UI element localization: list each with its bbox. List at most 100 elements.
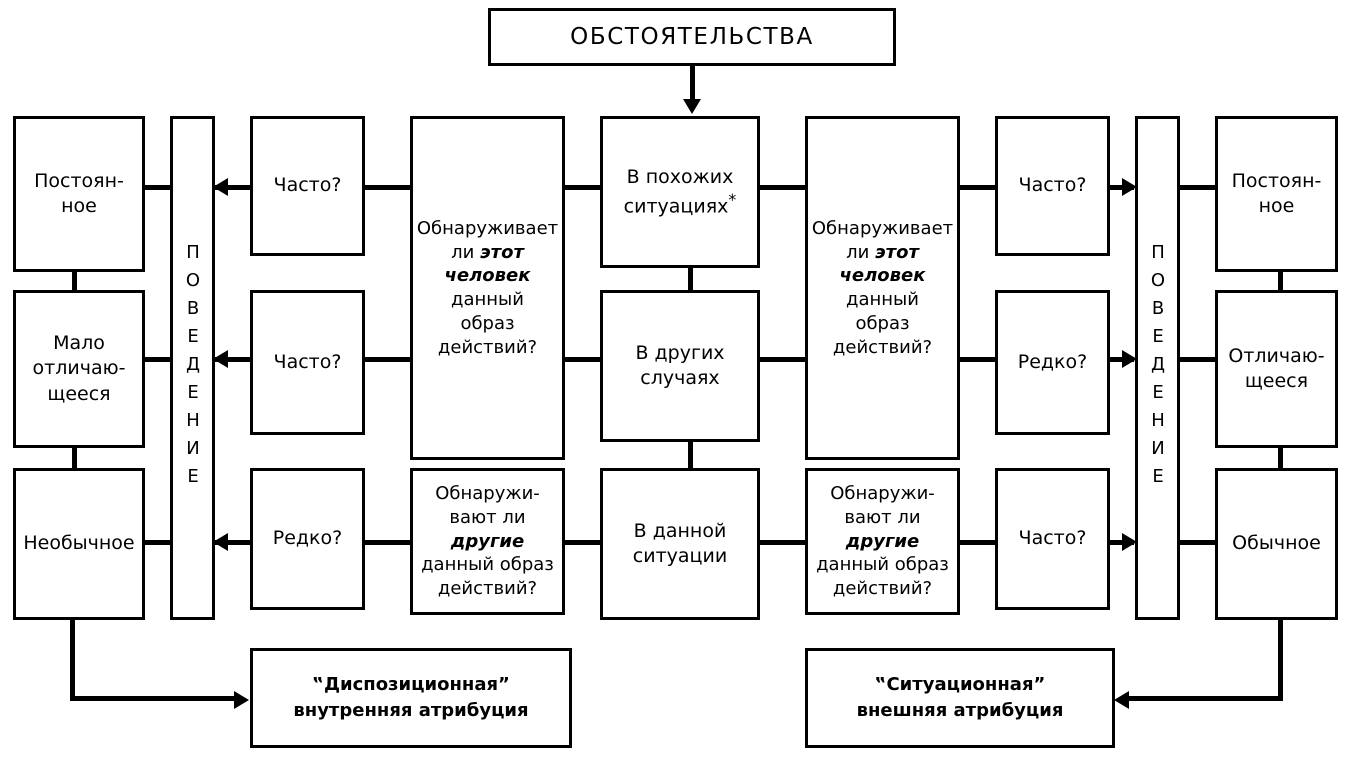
right-conclusion-drop-line <box>1278 617 1283 701</box>
right-frequency-label-1: Часто? <box>1018 174 1087 197</box>
center-condition-box-similar: В похожих ситуациях* <box>600 116 760 268</box>
lq1-l5: образ <box>460 312 515 334</box>
left-question-box-others: Обнаружи- вают ли другие данный образ де… <box>410 468 565 615</box>
right-question-2-text: Обнаружи- вают ли другие данный образ де… <box>812 482 953 601</box>
lq1-l6: действий? <box>437 336 538 358</box>
lq2-l2: вают ли <box>449 506 526 528</box>
connector-rightq1-freq1 <box>958 185 998 190</box>
cc2-line1: В других <box>635 341 725 364</box>
right-freq1-arrow-right-icon <box>1122 178 1137 196</box>
left-outcome-3-line1: Необычное <box>23 532 135 555</box>
connector-left-q1-freq1 <box>363 185 413 190</box>
conclusion-left-text: ‟Диспозиционная” внутренняя атрибуция <box>289 672 532 724</box>
left-outcome-2-line3: щееся <box>47 382 111 405</box>
connector-left-outcome1-behavior <box>143 185 173 190</box>
right-question-box-this-person: Обнаруживает ли этот человек данный обра… <box>805 116 960 460</box>
left-conclusion-run-line <box>70 696 238 701</box>
connector-center1-rightq1 <box>758 185 808 190</box>
rq1-l1: Обнаруживает <box>811 217 954 239</box>
left-outcome-link-2-3 <box>72 445 77 471</box>
connector-right-behavior-outcome1 <box>1178 185 1218 190</box>
left-outcome-1-line2: ное <box>61 195 97 217</box>
rq1-l2-pre: ли <box>846 241 876 263</box>
right-frequency-box-3: Часто? <box>995 468 1110 610</box>
left-freq3-arrow-left-icon <box>213 533 228 551</box>
connector-right-behavior-outcome2 <box>1178 357 1218 362</box>
cc1-line2: ситуациях <box>623 195 729 218</box>
right-frequency-label-2: Редко? <box>1017 350 1088 373</box>
center-condition-1-text: В похожих ситуациях* <box>620 165 741 219</box>
center-link-1-2 <box>688 265 693 293</box>
connector-right-freq1-behavior <box>1108 185 1134 190</box>
left-outcome-box-slightly-different: Мало отличаю- щееся <box>13 290 145 448</box>
right-outcome-box-distinctive: Отличаю- щееся <box>1215 290 1338 448</box>
lq1-l2-em: этот <box>480 241 524 263</box>
right-frequency-label-3: Часто? <box>1018 527 1087 550</box>
left-outcome-2-line2: отличаю- <box>32 357 126 380</box>
circumstances-title-box: ОБСТОЯТЕЛЬСТВА <box>488 8 896 66</box>
right-outcome-label-3: Обычное <box>1228 531 1325 556</box>
left-behavior-label: ПОВЕДЕНИЕ <box>182 242 204 494</box>
cc1-line1: В похожих <box>626 165 734 188</box>
lq2-l1: Обнаружи- <box>435 483 540 505</box>
cc1-footnote-mark: * <box>728 189 737 209</box>
right-behavior-column-box: ПОВЕДЕНИЕ <box>1135 116 1180 620</box>
connector-left-freq1-behavior <box>215 185 253 190</box>
right-outcome-link-2-3 <box>1278 445 1283 471</box>
left-frequency-label-2: Часто? <box>273 350 342 373</box>
left-conclusion-arrow-right-icon <box>234 691 249 709</box>
left-frequency-box-2: Часто? <box>250 290 365 435</box>
connector-center3-rightq2 <box>758 540 808 545</box>
right-frequency-box-1: Часто? <box>995 116 1110 256</box>
conclusion-left-line2: внутренняя атрибуция <box>293 700 529 721</box>
right-outcome-label-2: Отличаю- щееся <box>1224 344 1328 394</box>
conclusion-box-dispositional: ‟Диспозиционная” внутренняя атрибуция <box>250 648 572 748</box>
center-condition-2-text: В других случаях <box>631 341 728 391</box>
left-frequency-label-3: Редко? <box>272 527 343 550</box>
connector-right-freq3-behavior <box>1108 540 1134 545</box>
left-outcome-label-2: Мало отличаю- щееся <box>29 331 130 406</box>
left-freq1-arrow-left-icon <box>213 178 228 196</box>
left-question-1-text: Обнаруживает ли этот человек данный обра… <box>413 217 562 360</box>
right-outcome-2-line2: щееся <box>1244 370 1309 392</box>
right-question-box-others: Обнаружи- вают ли другие данный образ де… <box>805 468 960 615</box>
connector-right-freq2-behavior <box>1108 357 1134 362</box>
left-outcome-label-1: Постоян- ное <box>30 169 128 219</box>
connector-left-outcome2-behavior <box>143 357 173 362</box>
connector-left-freq3-behavior <box>215 540 253 545</box>
lq1-l1: Обнаруживает <box>416 217 559 239</box>
lq2-l4: данный образ <box>421 554 554 576</box>
left-outcome-link-1-2 <box>72 269 77 293</box>
conclusion-left-line1: ‟Диспозиционная” <box>312 673 510 695</box>
conclusion-right-line2: внешняя атрибуция <box>856 700 1064 721</box>
left-behavior-column-box: ПОВЕДЕНИЕ <box>170 116 215 620</box>
rq2-l1: Обнаружи- <box>830 483 935 505</box>
connector-rightq2-freq3 <box>958 540 998 545</box>
left-question-2-text: Обнаружи- вают ли другие данный образ де… <box>417 482 558 601</box>
lq1-l4: данный <box>451 289 524 310</box>
center-condition-box-this-situation: В данной ситуации <box>600 468 760 620</box>
connector-left-q1-freq2 <box>363 357 413 362</box>
lq1-l3-em: человек <box>444 265 531 287</box>
right-behavior-label: ПОВЕДЕНИЕ <box>1147 242 1169 494</box>
connector-right-behavior-outcome3 <box>1178 540 1218 545</box>
lq2-l5: действий? <box>437 578 538 600</box>
title-arrow-down-icon <box>683 99 701 114</box>
center-link-2-3 <box>688 439 693 471</box>
rq1-l4: данный <box>846 289 919 310</box>
right-freq2-arrow-right-icon <box>1122 350 1137 368</box>
connector-center2-rightq1 <box>758 357 808 362</box>
right-outcome-link-1-2 <box>1278 269 1283 293</box>
left-question-box-this-person: Обнаруживает ли этот человек данный обра… <box>410 116 565 460</box>
right-outcome-1-line2: ное <box>1258 195 1295 217</box>
left-outcome-2-line1: Мало <box>53 332 105 355</box>
right-outcome-1-line1: Постоян- <box>1231 169 1322 192</box>
right-outcome-3-line1: Обычное <box>1232 532 1321 555</box>
center-condition-box-other-cases: В других случаях <box>600 290 760 442</box>
connector-rightq1-freq2 <box>958 357 998 362</box>
left-outcome-1-line1: Постоян- <box>34 169 124 192</box>
rq2-l5: действий? <box>832 578 933 600</box>
rq2-l2: вают ли <box>844 506 921 528</box>
rq1-l2-em: этот <box>875 241 919 263</box>
